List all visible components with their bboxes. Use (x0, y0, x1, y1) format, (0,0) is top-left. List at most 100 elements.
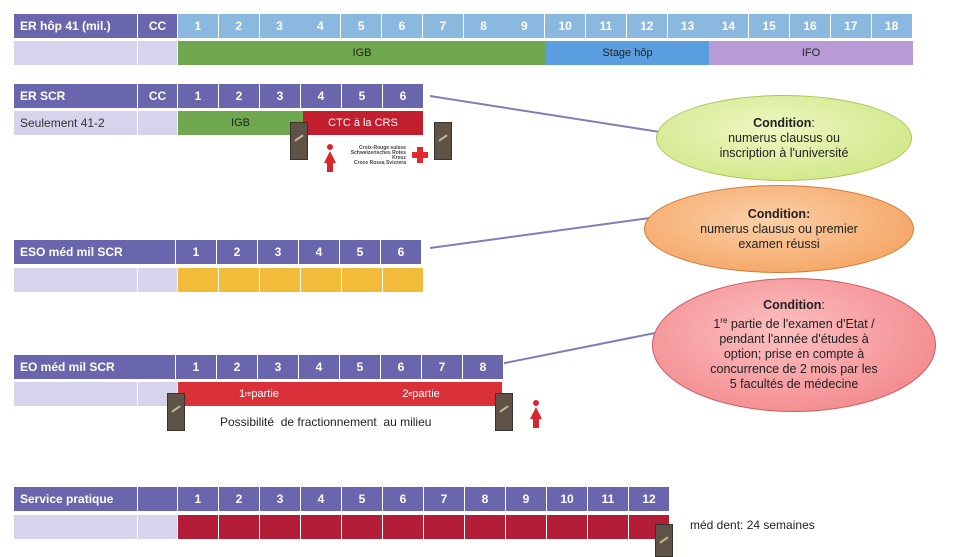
er-scr-row2-label: Seulement 41-2 (14, 111, 138, 135)
service-segment-2 (219, 515, 260, 539)
service-note: méd dent: 24 semaines (690, 518, 815, 532)
rank-badge-icon (434, 122, 452, 160)
eso-week-2: 2 (217, 240, 258, 264)
bubble-3-line-1-sup: re (720, 315, 728, 325)
bubble-1-line-2: inscription à l'université (719, 145, 849, 160)
eo-part-1-word: partie (251, 388, 279, 400)
eo-part-2-sup: e (408, 390, 413, 398)
eo-fractioning-note: Possibilité de fractionnement au milieu (220, 415, 432, 429)
er-hop-empty-cc (138, 41, 178, 65)
er-scr-week-2: 2 (219, 84, 260, 108)
rank-badge-icon (290, 122, 308, 160)
rank-badge-icon (495, 393, 513, 431)
service-segment-3 (260, 515, 301, 539)
service-segment-9 (506, 515, 547, 539)
eo-week-8: 8 (463, 355, 504, 379)
er-scr-row2-cc (138, 111, 178, 135)
er-scr-phase-igb: IGB (178, 111, 303, 135)
eo-empty-label (14, 382, 138, 406)
er-hop-cc: CC (138, 14, 178, 38)
eso-label: ESO méd mil SCR (14, 240, 176, 264)
logo-line-3: Croce Rossa Svizzera (354, 160, 406, 166)
er-hop-phase-igb: IGB (178, 41, 546, 65)
er-hop-week-11: 11 (586, 14, 627, 38)
eso-empty-label (14, 268, 138, 292)
bubble-1-colon: : (811, 115, 815, 130)
service-segment-7 (424, 515, 465, 539)
bubble-2-line-1: numerus clausus ou premier (700, 221, 858, 236)
er-hop-week-16: 16 (790, 14, 831, 38)
er-hop-week-10: 10 (545, 14, 587, 38)
eo-part-2-word: partie (412, 388, 440, 400)
condition-bubble-2: Condition: numerus clausus ou premier ex… (644, 185, 914, 273)
bubble-3-line-4: concurrence de 2 mois par les (710, 362, 878, 377)
eso-week-1: 1 (176, 240, 217, 264)
bubble-3-line-1-pre: 1 (713, 317, 721, 332)
er-hop-week-6: 6 (382, 14, 423, 38)
service-label: Service pratique (14, 487, 138, 511)
service-week-12: 12 (629, 487, 670, 511)
service-week-10: 10 (547, 487, 588, 511)
er-hop-week-13: 13 (667, 14, 709, 38)
eo-part-2-number: 2 (402, 388, 409, 400)
service-week-11: 11 (588, 487, 629, 511)
er-hop-week-18: 18 (871, 14, 913, 38)
er-scr-cc: CC (138, 84, 178, 108)
bubble-3-line-2: pendant l'année d'études à (719, 332, 869, 347)
rank-badge-icon (167, 393, 185, 431)
condition-bubble-3: Condition: 1re partie de l'examen d'Etat… (652, 278, 936, 412)
bubble-1-line-1: numerus clausus ou (728, 130, 840, 145)
eso-week-5: 5 (340, 240, 381, 264)
er-hop-week-8: 8 (463, 14, 505, 38)
er-hop-week-7: 7 (422, 14, 464, 38)
service-segment-6 (383, 515, 424, 539)
bubble-3-line-1: partie de l'examen d'Etat / (727, 317, 875, 332)
eo-week-1: 1 (176, 355, 217, 379)
bubble-3-colon: : (821, 297, 825, 312)
er-hop-week-15: 15 (749, 14, 791, 38)
service-week-9: 9 (506, 487, 547, 511)
er-hop-week-14: 14 (708, 14, 750, 38)
connector-line-3 (499, 331, 661, 365)
eso-week-6: 6 (381, 240, 422, 264)
service-week-2: 2 (219, 487, 260, 511)
service-week-5: 5 (342, 487, 383, 511)
eso-segment-1 (178, 268, 219, 292)
eo-week-2: 2 (217, 355, 258, 379)
service-segment-1 (178, 515, 219, 539)
eo-week-4: 4 (299, 355, 340, 379)
eso-segment-3 (260, 268, 301, 292)
er-scr-phase-ctc: CTC à la CRS (303, 111, 423, 135)
service-empty-label (14, 515, 138, 539)
service-week-6: 6 (383, 487, 424, 511)
eso-segment-6 (383, 268, 424, 292)
er-hop-phase-stage: Stage hôp (546, 41, 709, 65)
er-hop-week-1: 1 (178, 14, 219, 38)
er-hop-empty-label (14, 41, 138, 65)
eo-part-1-sup: re (245, 390, 252, 398)
connector-line-1 (429, 95, 661, 133)
female-figure-icon (324, 144, 336, 172)
er-scr-label: ER SCR (14, 84, 138, 108)
connector-line-2 (429, 217, 651, 249)
er-hop-week-4: 4 (300, 14, 342, 38)
er-hop-week-9: 9 (504, 14, 546, 38)
er-hop-week-17: 17 (830, 14, 872, 38)
bubble-3-line-3: option; prise en compte à (723, 347, 865, 362)
eo-week-3: 3 (258, 355, 299, 379)
bubble-3-line-5: 5 facultés de médecine (729, 377, 859, 392)
er-hop-week-5: 5 (341, 14, 383, 38)
service-week-8: 8 (465, 487, 506, 511)
eso-segment-5 (342, 268, 383, 292)
bubble-3-title: Condition (763, 297, 822, 312)
service-segment-10 (547, 515, 588, 539)
er-scr-week-4: 4 (301, 84, 342, 108)
red-cross-icon (412, 147, 428, 163)
service-week-3: 3 (260, 487, 301, 511)
er-hop-label: ER hôp 41 (mil.) (14, 14, 138, 38)
eso-week-4: 4 (299, 240, 340, 264)
service-segment-4 (301, 515, 342, 539)
service-cc (138, 487, 178, 511)
er-hop-week-3: 3 (259, 14, 301, 38)
